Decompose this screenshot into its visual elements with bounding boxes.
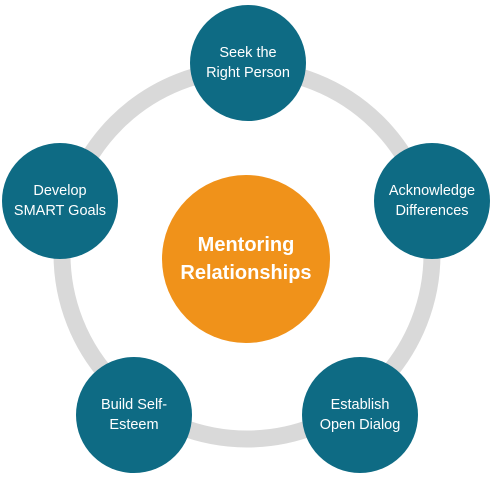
node-seek-right-person: Seek the Right Person	[190, 5, 306, 121]
node-label: Acknowledge Differences	[388, 183, 476, 219]
node-label: Establish Open Dialog	[319, 397, 401, 433]
node-label: Seek the Right Person	[206, 45, 290, 81]
center-label: Mentoring Relationships	[180, 234, 312, 284]
node-label: Develop SMART Goals	[13, 183, 107, 219]
node-label: Build Self- Esteem	[100, 397, 168, 433]
node-establish-open-dialog: Establish Open Dialog	[302, 357, 418, 473]
node-acknowledge-differences: Acknowledge Differences	[374, 143, 490, 259]
node-develop-smart-goals: Develop SMART Goals	[2, 143, 118, 259]
node-build-self-esteem: Build Self- Esteem	[76, 357, 192, 473]
center-circle: Mentoring Relationships	[162, 175, 330, 343]
